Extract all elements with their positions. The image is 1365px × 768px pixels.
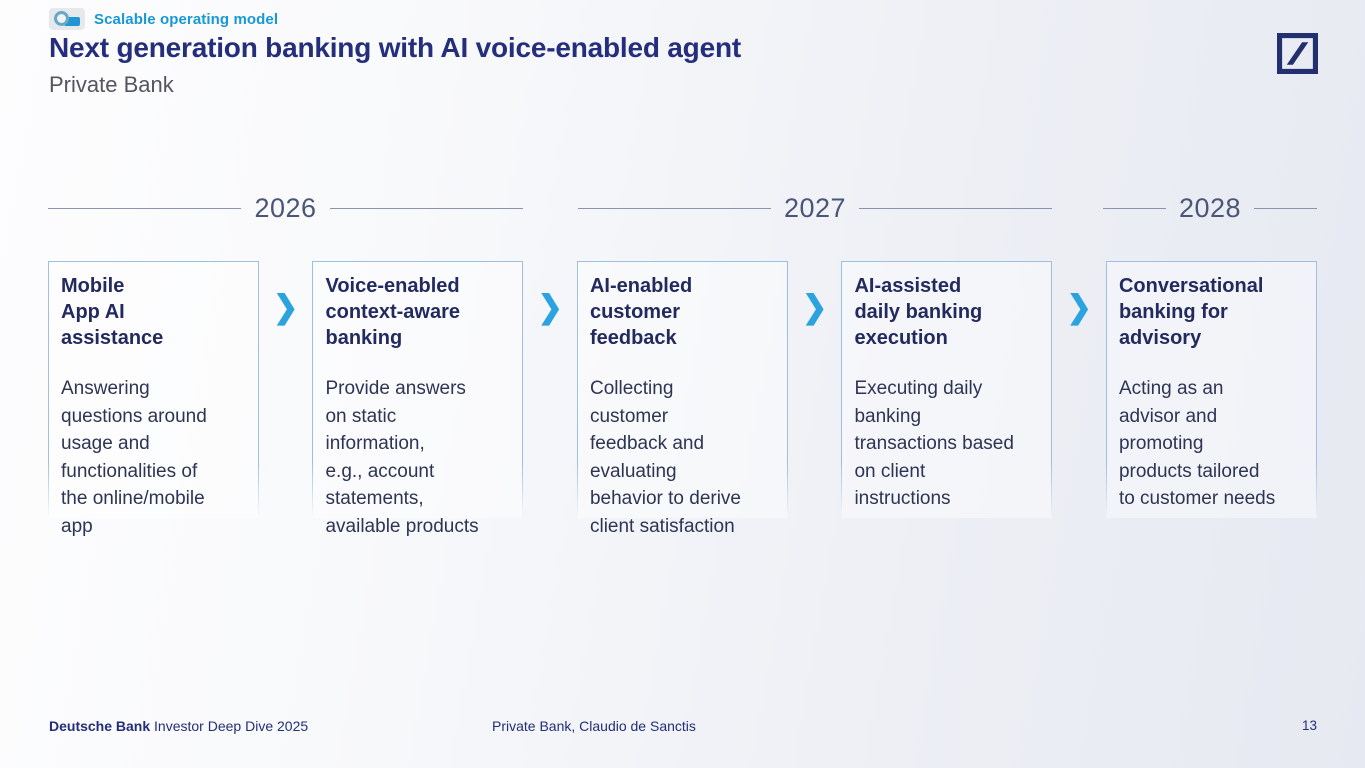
timeline-line	[859, 207, 1053, 209]
chevron-right-icon: ❯	[1066, 290, 1092, 325]
page-subtitle: Private Bank	[49, 72, 174, 97]
card-voice-enabled-banking: Voice-enabled context-aware banking Prov…	[312, 261, 524, 537]
timeline-line	[578, 207, 771, 209]
card-title: AI-assisted daily banking execution	[854, 275, 983, 349]
page-number: 13	[1301, 718, 1317, 733]
card-title: Mobile App AI assistance	[61, 275, 164, 349]
timeline-segment-2027: 2027	[578, 192, 1053, 224]
footer-event: Investor Deep Dive 2025	[150, 718, 309, 734]
page-title: Next generation banking with AI voice-en…	[49, 32, 741, 63]
card-mobile-app-ai-assistance: Mobile App AI assistance Answering quest…	[48, 261, 259, 537]
key-toggle-icon	[49, 8, 85, 30]
timeline-line	[48, 207, 242, 209]
timeline-segment-2026: 2026	[48, 192, 524, 224]
card-body: Answering questions around usage and fun…	[61, 378, 207, 537]
roadmap-cards: Mobile App AI assistance Answering quest…	[48, 261, 1317, 537]
card-ai-enabled-customer-feedback: AI-enabled customer feedback Collecting …	[576, 261, 788, 537]
year-label: 2026	[254, 193, 317, 223]
footer-author: Private Bank, Claudio de Sanctis	[492, 718, 696, 734]
card-body: Acting as an advisor and promoting produ…	[1118, 378, 1276, 509]
card-body: Provide answers on static information, e…	[325, 378, 479, 537]
card-body: Collecting customer feedback and evaluat…	[589, 378, 742, 537]
timeline-line	[329, 207, 524, 209]
footer-brand-line: Deutsche Bank Investor Deep Dive 2025	[49, 718, 308, 734]
timeline-line	[1254, 207, 1318, 209]
card-ai-assisted-daily-banking: AI-assisted daily banking execution Exec…	[841, 261, 1053, 518]
year-label: 2028	[1178, 193, 1242, 223]
chevron-right-icon: ❯	[802, 290, 828, 325]
category-badge: Scalable operating model	[49, 8, 278, 30]
footer-brand: Deutsche Bank	[49, 718, 151, 734]
timeline-line	[1103, 207, 1166, 209]
card-title: Conversational banking for advisory	[1118, 275, 1264, 349]
card-title: Voice-enabled context-aware banking	[325, 275, 460, 349]
chevron-right-icon: ❯	[273, 290, 299, 325]
card-title: AI-enabled customer feedback	[589, 275, 693, 349]
timeline-segment-2028: 2028	[1103, 192, 1318, 224]
card-conversational-banking-advisory: Conversational banking for advisory Acti…	[1105, 261, 1317, 518]
year-label: 2027	[783, 193, 847, 223]
badge-label: Scalable operating model	[94, 10, 279, 28]
deutsche-bank-logo-icon	[1277, 33, 1318, 74]
chevron-right-icon: ❯	[537, 290, 563, 325]
card-body: Executing daily banking transactions bas…	[854, 378, 1014, 509]
